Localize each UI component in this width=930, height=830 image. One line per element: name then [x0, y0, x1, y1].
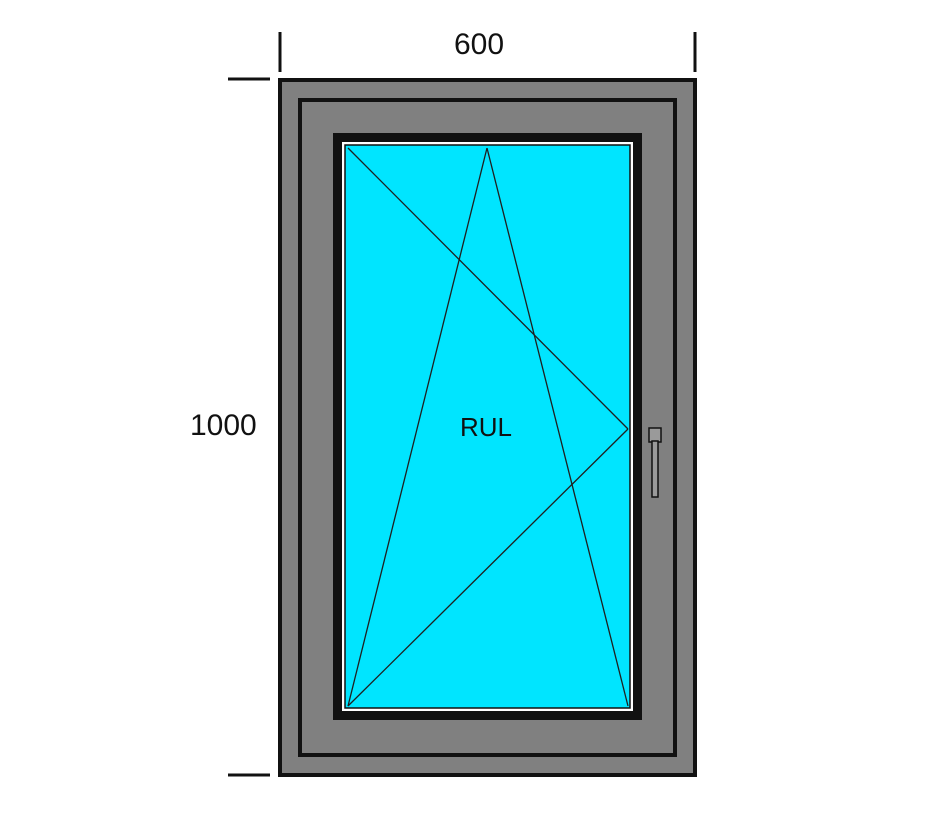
opening-type-label: RUL: [460, 412, 512, 442]
dimension-markers: [228, 32, 697, 777]
opening-lines: [347, 147, 629, 707]
side-hinge-line-top: [347, 147, 629, 430]
side-hinge-line-bottom: [347, 428, 629, 707]
tilt-line-left: [347, 147, 488, 707]
glass-pane: [344, 144, 631, 709]
window-handle-icon[interactable]: [648, 427, 662, 498]
width-dimension-label: 600: [454, 28, 505, 61]
height-dimension-label: 1000: [190, 409, 257, 442]
tilt-line-right: [486, 147, 629, 707]
